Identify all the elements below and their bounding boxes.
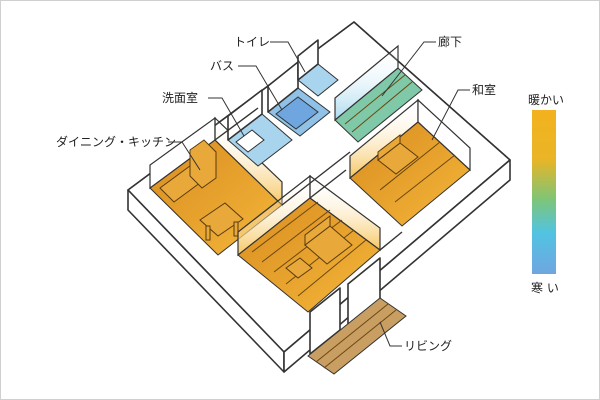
room-hallway	[334, 44, 423, 143]
legend-warm-label: 暖かい	[528, 93, 564, 107]
labels: トイレ バス 洗面室 ダイニング・キッチン 廊下 和室 リビング	[56, 34, 496, 353]
label-hallway: 廊下	[438, 34, 462, 49]
temperature-legend: 暖かい 寒 い	[528, 93, 564, 295]
label-toilet: トイレ	[234, 35, 270, 49]
room-washroom	[227, 89, 293, 167]
legend-cold-label: 寒 い	[531, 280, 559, 295]
deck	[307, 297, 407, 375]
label-dining-kitchen: ダイニング・キッチン	[56, 134, 176, 149]
label-living: リビング	[404, 339, 452, 353]
room-toilet	[297, 39, 339, 97]
label-bath: バス	[210, 59, 234, 73]
label-washroom: 洗面室	[162, 90, 198, 105]
room-japanese	[349, 98, 471, 227]
legend-gradient-bar	[532, 110, 556, 274]
label-japanese-room: 和室	[472, 82, 496, 97]
room-living	[237, 174, 381, 355]
